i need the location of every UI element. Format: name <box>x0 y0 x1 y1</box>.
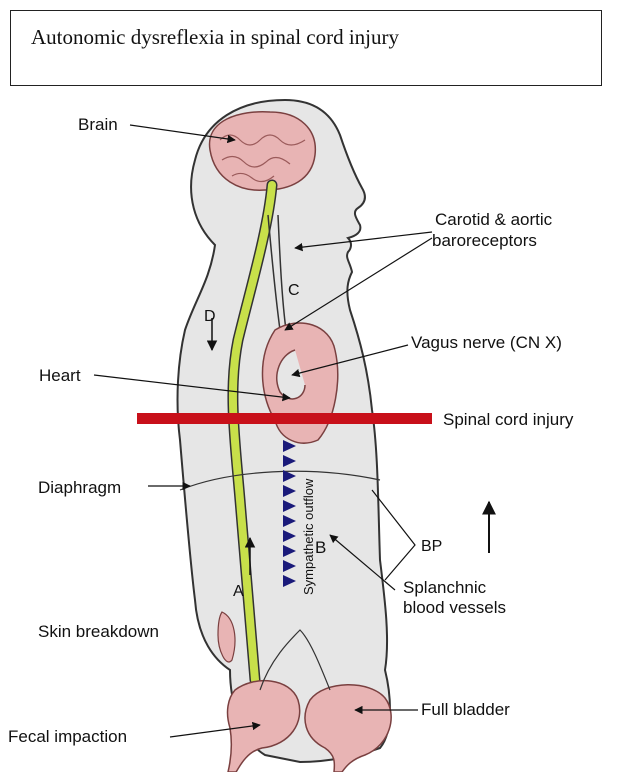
skin-breakdown-label: Skin breakdown <box>38 622 159 641</box>
fecal-impaction-label: Fecal impaction <box>8 727 127 746</box>
brain-label: Brain <box>78 115 118 134</box>
heart-label: Heart <box>39 366 81 385</box>
pathway-d-label: D <box>204 308 216 325</box>
brain-shape <box>210 112 316 190</box>
sympathetic-outflow-label: Sympathetic outflow <box>301 478 316 595</box>
vagus-nerve-label: Vagus nerve (CN X) <box>411 333 562 352</box>
pathway-a-label: A <box>233 583 244 600</box>
spinal-cord-injury-label: Spinal cord injury <box>443 410 574 429</box>
splanchnic-label-line2: blood vessels <box>403 598 506 617</box>
diaphragm-label: Diaphragm <box>38 478 121 497</box>
carotid-label-line1: Carotid & aortic <box>435 210 553 229</box>
pathway-b-label: B <box>315 538 326 557</box>
pathway-c-label: C <box>288 282 300 299</box>
splanchnic-label-line1: Splanchnic <box>403 578 487 597</box>
carotid-label-line2: baroreceptors <box>432 231 537 250</box>
spinal-cord-injury-bar <box>137 413 432 424</box>
bp-label: BP <box>421 538 442 555</box>
full-bladder-label: Full bladder <box>421 700 510 719</box>
